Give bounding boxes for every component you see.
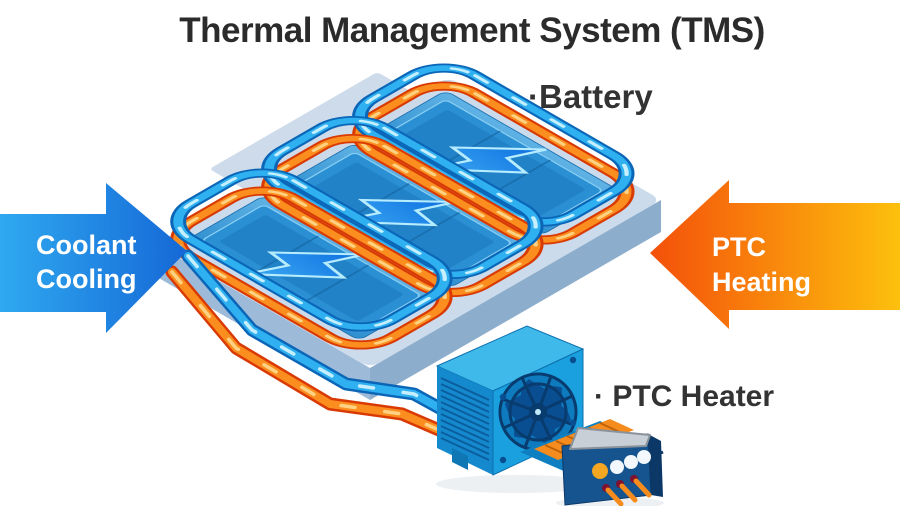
- ptc-heating-arrow: PTC Heating: [650, 180, 900, 329]
- battery-pack-icon: [162, 63, 657, 366]
- right-arrow-shape: [0, 183, 187, 333]
- fan-foot: [452, 448, 468, 470]
- fan-vent-slats: [440, 377, 490, 461]
- coolant-lines-to-fan: [165, 249, 461, 440]
- fan-screws: [499, 356, 577, 464]
- coolant-tube-hot-icon: [352, 81, 635, 245]
- heater-side-pin: [650, 450, 664, 459]
- coolant-label-line2: Cooling: [36, 264, 136, 294]
- heater-port-orange: [592, 463, 608, 479]
- battery-module: [189, 197, 434, 339]
- heater-port-white: [610, 460, 624, 474]
- page-title: Thermal Management System (TMS): [179, 11, 764, 50]
- coolant-tube-hot-icon: [170, 186, 453, 350]
- fan-shadow: [436, 475, 596, 493]
- ptc-heater-assembly: [520, 419, 664, 506]
- coolant-tube-hot-icon: [261, 133, 544, 298]
- heating-label-line1: PTC: [712, 232, 766, 262]
- ptc-heater-box-icon: [561, 427, 664, 506]
- heater-right-face: [648, 434, 663, 497]
- heater-top-panel: [569, 427, 651, 450]
- coolant-cooling-arrow: Coolant Cooling: [0, 183, 187, 333]
- coolant-tube-cold-icon: [181, 249, 461, 423]
- fan-left-face: [437, 366, 493, 475]
- left-arrow-shape: [650, 180, 900, 329]
- battery-annotation: ·Battery: [528, 78, 653, 115]
- coolant-tube-hot-icon: [165, 265, 453, 440]
- coolant-label-line1: Coolant: [36, 230, 137, 260]
- heating-label-line2: Heating: [712, 267, 811, 297]
- coolant-cooling-label: Coolant Cooling: [36, 230, 144, 294]
- ptc-heating-label: PTC Heating: [712, 232, 811, 297]
- coolant-tube-cold-icon: [170, 168, 453, 332]
- ptc-heater-annotation: · PTC Heater: [594, 380, 774, 413]
- battery-module: [280, 144, 525, 287]
- heater-pins: [602, 475, 652, 506]
- heater-port-white: [637, 450, 651, 464]
- heater-ports: [592, 450, 651, 479]
- coolant-loops: [170, 63, 635, 350]
- heater-port-white: [624, 455, 638, 469]
